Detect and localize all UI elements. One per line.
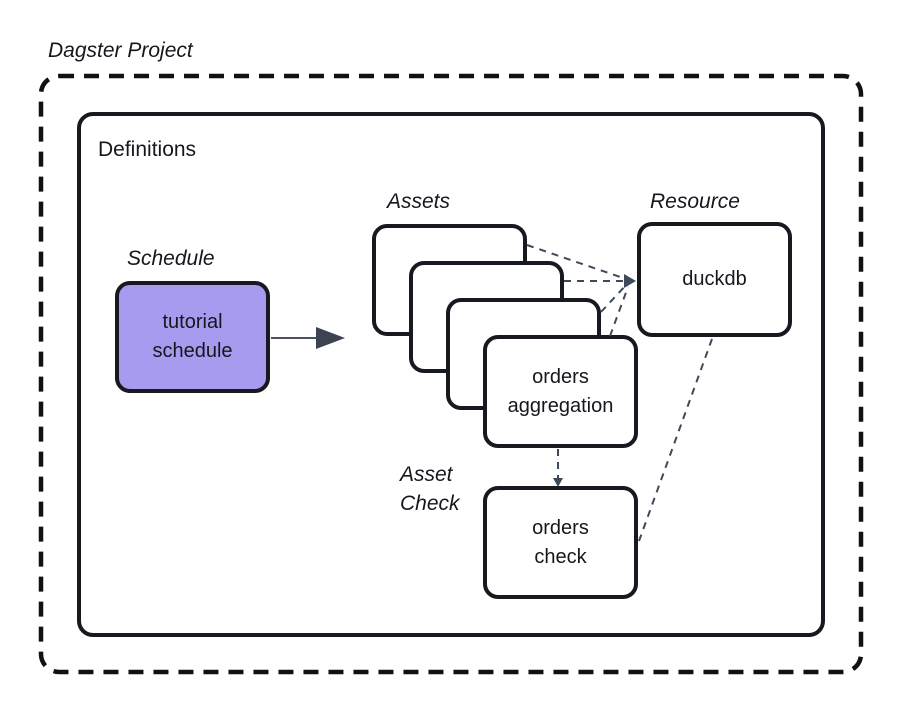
asset-check-group-label: Asset Check bbox=[400, 463, 460, 515]
definitions-label: Definitions bbox=[98, 138, 197, 161]
orders-aggregation-node: orders aggregation bbox=[483, 335, 638, 448]
resource-group-label: Resource bbox=[650, 190, 740, 213]
assets-group-label: Assets bbox=[387, 190, 451, 213]
tutorial-schedule-node: tutorial schedule bbox=[115, 281, 270, 393]
duckdb-node: duckdb bbox=[637, 222, 792, 337]
orders-check-node: orders check bbox=[483, 486, 638, 599]
diagram-title: Dagster Project bbox=[48, 39, 193, 62]
schedule-group-label: Schedule bbox=[127, 247, 215, 270]
